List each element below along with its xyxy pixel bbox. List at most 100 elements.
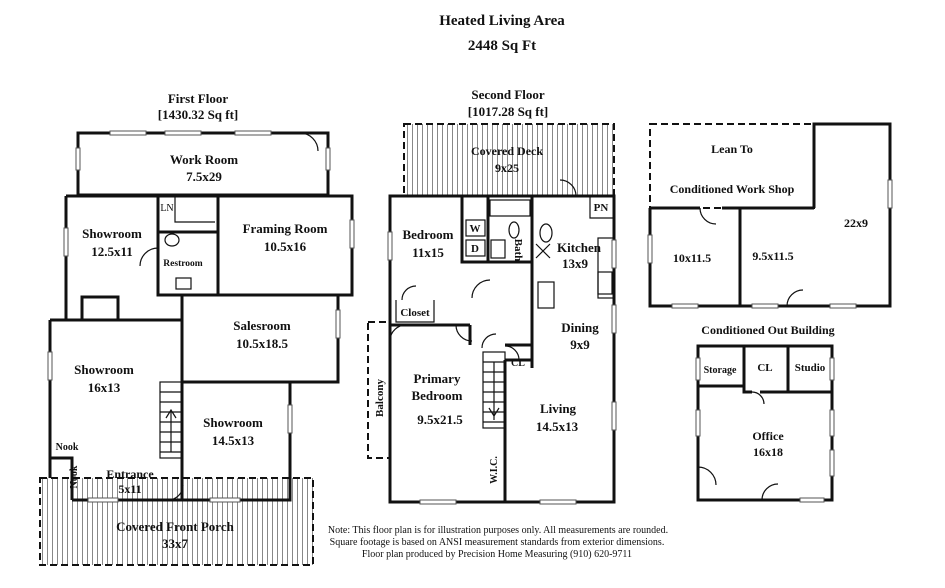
salesroom-dims: 10.5x18.5	[236, 336, 289, 351]
bedroom-label: Bedroom	[402, 227, 453, 242]
restroom-label: Restroom	[163, 259, 202, 269]
living-label: Living	[540, 401, 577, 416]
second-floor-outer-walls	[388, 194, 616, 504]
entrance-door	[167, 484, 184, 501]
primary-door	[389, 324, 407, 341]
bedroom-door	[471, 279, 491, 299]
second-floor: Second Floor [1017.28 Sq ft]	[367, 87, 617, 505]
framing-room-dims: 10.5x16	[264, 239, 307, 254]
wic-label: W.I.C.	[489, 456, 500, 484]
showroom-a-label: Showroom	[82, 226, 142, 241]
lean-to-room-3: 22x9	[844, 216, 868, 230]
stairs-second-floor	[482, 351, 506, 429]
primary-dims: 9.5x21.5	[417, 412, 463, 427]
office-dims: 16x18	[753, 445, 783, 459]
framing-room-label: Framing Room	[243, 221, 328, 236]
primary-label-1: Primary	[414, 371, 461, 386]
bedroom-dims: 11x15	[412, 245, 444, 260]
washer-box	[465, 219, 486, 237]
restroom-door	[139, 247, 159, 267]
first-floor-title: First Floor	[168, 91, 229, 106]
lean-to-room-2: 9.5x11.5	[752, 249, 793, 263]
office-front-door	[761, 483, 779, 501]
kitchen-dims: 13x9	[562, 256, 589, 271]
porch-dims: 33x7	[162, 536, 189, 551]
lower-block-walls	[48, 295, 340, 502]
bath-toilet-icon	[508, 221, 520, 239]
bath-label: Bath	[512, 239, 524, 262]
bath-sink-basin	[539, 223, 553, 243]
out-building-walls	[696, 344, 834, 502]
primary-label-2: Bedroom	[411, 388, 462, 403]
pantry-walls	[589, 196, 614, 219]
lean-to: Lean To Conditioned Work Shop 10x11.5 9.…	[647, 122, 893, 309]
showroom-c-dims: 14.5x13	[212, 433, 255, 448]
primary-bath-door	[455, 324, 473, 342]
porch-label: Covered Front Porch	[116, 519, 234, 534]
porch-outline	[39, 477, 314, 566]
first-floor-area: [1430.32 Sq ft]	[158, 107, 239, 122]
range-icon	[597, 271, 613, 295]
first-floor-windows	[47, 130, 355, 503]
work-room-label: Work Room	[170, 152, 238, 167]
office-entry-door	[697, 466, 717, 486]
deck-hatch	[404, 124, 614, 196]
out-cl-label: CL	[757, 362, 772, 374]
kitchen-island	[537, 281, 555, 309]
deck-dims: 9x25	[495, 161, 519, 175]
lean-to-door	[699, 207, 717, 225]
first-floor: First Floor [1430.32 Sq ft]	[39, 91, 355, 566]
ln-closet	[174, 196, 215, 223]
office-label: Office	[752, 429, 784, 443]
note-line-3: Floor plan produced by Precision Home Me…	[362, 549, 632, 560]
storage-label: Storage	[704, 365, 737, 376]
note-line-1: Note: This floor plan is for illustratio…	[328, 525, 668, 536]
showroom-b-label: Showroom	[74, 362, 134, 377]
closet-label: Closet	[400, 307, 430, 319]
living-dims: 14.5x13	[536, 419, 579, 434]
closet-door	[401, 285, 417, 301]
lean-to-title: Lean To	[711, 142, 753, 156]
tub-icon	[489, 199, 531, 217]
pn-label: PN	[594, 202, 609, 214]
salesroom-label: Salesroom	[233, 318, 291, 333]
office-cl-door	[751, 391, 765, 405]
nook-b-label: Nook	[69, 465, 80, 488]
toilet-icon	[164, 233, 180, 247]
showroom-c-label: Showroom	[203, 415, 263, 430]
sink-icon	[175, 277, 192, 290]
bath-sink-icon	[490, 239, 506, 259]
lean-to-subtitle: Conditioned Work Shop	[670, 182, 795, 196]
ln-label: LN	[160, 203, 173, 214]
dining-dims: 9x9	[570, 337, 590, 352]
second-floor-title: Second Floor	[471, 87, 545, 102]
closet-walls	[395, 300, 435, 323]
entrance-dims: 5x11	[118, 482, 141, 496]
lean-to-room-1: 10x11.5	[673, 251, 711, 265]
porch-hatch	[40, 478, 313, 565]
work-room-door	[299, 132, 319, 152]
entrance-label: Entrance	[106, 467, 154, 481]
note-line-2: Square footage is based on ANSI measurem…	[330, 537, 665, 548]
total-area: 2448 Sq Ft	[468, 38, 536, 54]
plan-title: Heated Living Area	[439, 13, 565, 29]
second-floor-area: [1017.28 Sq ft]	[468, 104, 549, 119]
out-building-title: Conditioned Out Building	[701, 323, 834, 337]
out-building-windows	[695, 357, 835, 503]
dryer-box	[465, 239, 486, 257]
balcony-label: Balcony	[374, 379, 386, 417]
cl-door	[504, 345, 520, 361]
lean-to-walls	[648, 122, 892, 308]
work-room-dims: 7.5x29	[186, 169, 222, 184]
showroom-a-dims: 12.5x11	[91, 244, 133, 259]
kitchen-label: Kitchen	[557, 240, 602, 255]
showroom-b-dims: 16x13	[88, 380, 121, 395]
studio-label: Studio	[795, 362, 826, 374]
stairs-first-floor	[159, 381, 183, 459]
deck-label: Covered Deck	[471, 144, 543, 158]
sink-x-icon	[535, 243, 551, 259]
lean-to-windows	[647, 179, 893, 309]
closet-box	[80, 295, 120, 322]
cl-label: CL	[511, 358, 525, 369]
